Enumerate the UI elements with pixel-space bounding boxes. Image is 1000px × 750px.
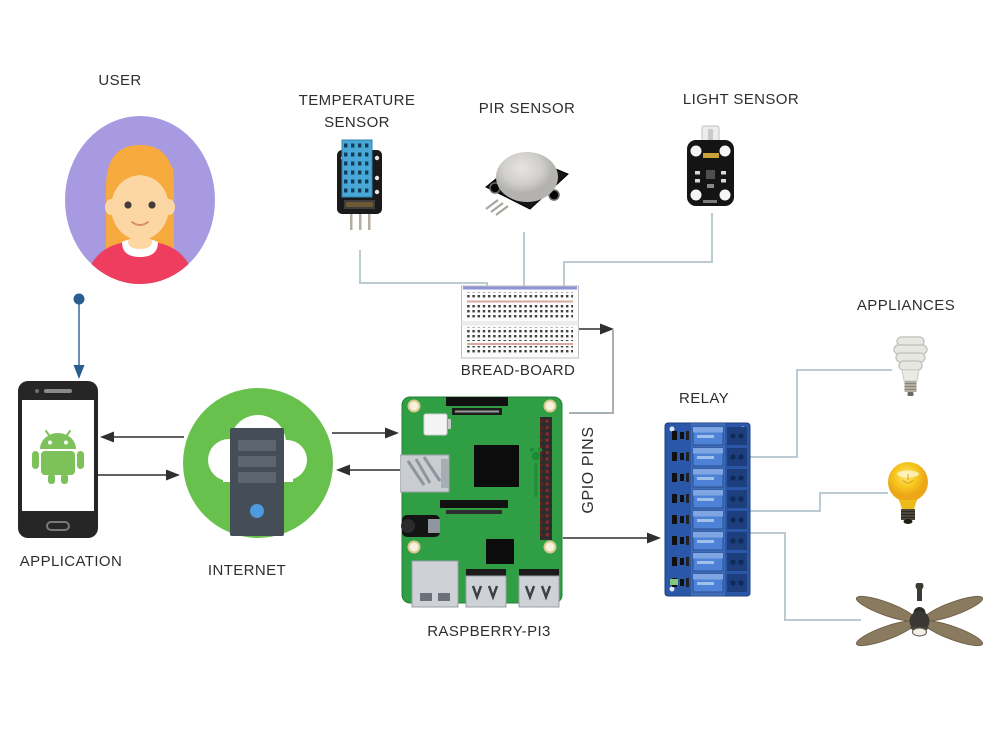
server-tower <box>230 428 284 536</box>
arrowhead-internet-to-pi <box>385 427 399 439</box>
gpio-pins-label: GPIO PINS <box>580 426 597 514</box>
wire-breadboard-to-gpio <box>569 330 614 414</box>
temperature-sensor-label: TEMPERATURE SENSOR <box>298 92 416 131</box>
pi-usb-chip <box>486 539 514 564</box>
arrowhead-pi-to-relay <box>647 532 661 544</box>
light-sensor-icon <box>687 125 734 206</box>
phone-speaker <box>44 389 72 393</box>
phone-camera <box>35 389 39 393</box>
wire-relay-to-cfl <box>750 369 892 458</box>
arrowhead-user-to-app <box>73 365 85 379</box>
wire-relay-to-fan <box>750 532 861 621</box>
incandescent-bulb-icon <box>888 462 928 524</box>
smartphone-icon <box>18 381 98 538</box>
raspberry-pi-board-icon <box>400 396 563 608</box>
user-arrow-dot <box>73 293 85 305</box>
dht11-temperature-sensor-icon <box>337 139 382 230</box>
user-avatar-icon <box>65 116 215 284</box>
cfl-bulb-icon <box>893 336 928 396</box>
light-sensor-label: LIGHT SENSOR <box>682 91 800 108</box>
pi-audio-jack <box>401 515 440 537</box>
pir-sensor-icon <box>485 152 569 216</box>
user-label: USER <box>98 72 142 89</box>
arrowhead-app-to-internet <box>166 469 180 481</box>
pi-ethernet-port <box>411 560 459 608</box>
arrowhead-internet-to-app <box>100 431 114 443</box>
wire-light-to-breadboard <box>563 213 713 290</box>
arrowhead-pi-to-internet <box>336 464 350 476</box>
pir-pins <box>485 199 509 216</box>
pi-usb-ports <box>465 569 560 608</box>
raspberry-pi-label: RASPBERRY-PI3 <box>427 623 551 640</box>
relay-module-icon <box>664 422 751 597</box>
phone-screen <box>22 400 94 511</box>
raspberry-logo <box>529 447 543 497</box>
pi-mounting-holes <box>407 399 557 554</box>
pi-side-port <box>400 454 450 493</box>
relay-label: RELAY <box>678 390 730 407</box>
internet-cloud-server-icon <box>183 388 333 538</box>
arrowhead-breadboard-to-gpio <box>600 323 614 335</box>
breadboard-label: BREAD-BOARD <box>460 362 576 379</box>
breadboard-icon <box>461 285 579 359</box>
ceiling-fan-icon <box>855 583 984 647</box>
wire-relay-to-bulb <box>750 492 888 512</box>
internet-label: INTERNET <box>207 562 287 579</box>
appliances-label: APPLIANCES <box>856 297 956 314</box>
android-robot-icon <box>32 429 84 484</box>
pir-sensor-label: PIR SENSOR <box>478 100 576 117</box>
application-label: APPLICATION <box>19 553 123 570</box>
pi-display-connector <box>423 413 448 436</box>
pi-soc-chip <box>474 445 519 487</box>
phone-home-button <box>46 521 70 531</box>
